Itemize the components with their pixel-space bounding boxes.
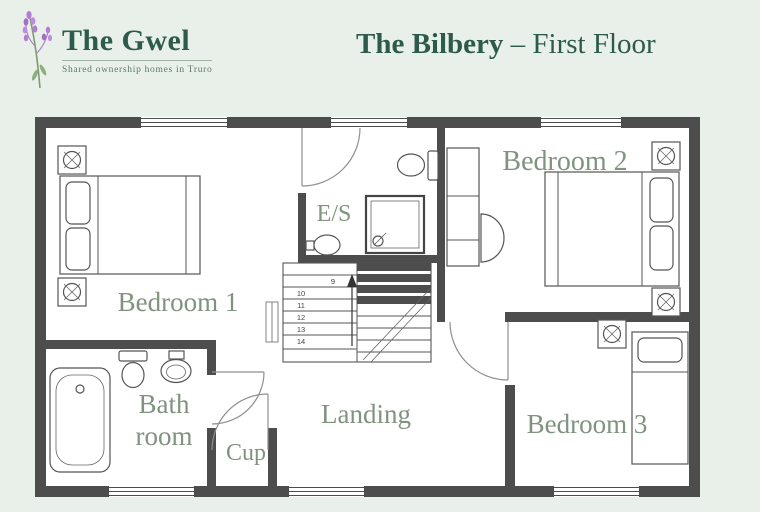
doors [211, 127, 509, 451]
toilet [118, 350, 148, 389]
bedroom1-label: Bedroom 1 [118, 287, 239, 317]
wall-ensuite-left [298, 193, 306, 263]
lavender-sprig-icon [22, 11, 52, 89]
bathroom-label-line2: room [136, 421, 193, 451]
stair-step-number: 9 [331, 277, 335, 286]
wall-bottom [35, 486, 700, 497]
wall-bathroom-right-lower [207, 428, 216, 486]
plan-title-floor: – First Floor [510, 28, 656, 60]
toilet [396, 150, 439, 181]
nightstand [57, 277, 87, 307]
wall-right [689, 117, 700, 497]
nightstand [57, 145, 87, 175]
brand-name: The Gwel [62, 24, 191, 57]
bedroom3-label: Bedroom 3 [527, 409, 648, 439]
wall-bedroom2-bottom [505, 312, 700, 322]
sink [305, 234, 341, 256]
bathroom-fixtures [49, 350, 192, 473]
stair-step-number: 10 [297, 289, 305, 298]
stair-step-number: 13 [297, 325, 305, 334]
stair-step-number: 11 [297, 301, 305, 310]
bathroom-label-line1: Bath [139, 389, 190, 419]
wall-ensuite-right [437, 128, 445, 322]
staircase: 9 10 11 12 13 14 [282, 262, 432, 363]
ensuite-door [301, 127, 361, 187]
plan-title-name: The Bilbery [356, 28, 504, 60]
bedroom3-furniture [597, 319, 689, 465]
nightstand [597, 319, 627, 349]
bathtub [49, 367, 111, 473]
wall-bedroom3-left [505, 385, 515, 486]
double-bed [544, 171, 680, 287]
ensuite-label: E/S [317, 201, 352, 227]
room-labels: Bedroom 1 Bedroom 2 Bedroom 3 E/S Landin… [118, 146, 648, 466]
stair-step-number: 14 [297, 337, 305, 346]
bedroom1-furniture [57, 145, 279, 343]
wall-left [35, 117, 46, 497]
nightstand [651, 287, 681, 317]
shower [364, 194, 426, 255]
double-bed [59, 175, 201, 275]
brand: The Gwel Shared ownership homes in Truro [14, 6, 212, 92]
floor-plan: 9 10 11 12 13 14 [35, 117, 700, 497]
radiator [265, 301, 279, 343]
landing-label: Landing [321, 399, 411, 429]
bedroom2-furniture [446, 141, 681, 317]
nightstand [651, 141, 681, 171]
wall-bathroom-right-upper [207, 340, 216, 375]
stairs-up-arrow [347, 274, 357, 346]
bedroom2-label: Bedroom 2 [502, 146, 627, 177]
window [539, 117, 623, 128]
wall-bathroom-top [46, 340, 211, 349]
brand-divider [62, 60, 212, 61]
window [552, 486, 641, 497]
cupboard-door [211, 393, 269, 451]
window [139, 117, 229, 128]
sink [160, 350, 192, 384]
brand-tagline: Shared ownership homes in Truro [62, 65, 213, 75]
window [107, 486, 196, 497]
wall-cupboard-right [268, 428, 277, 486]
stair-step-number: 12 [297, 313, 305, 322]
single-bed [631, 331, 689, 465]
window [329, 117, 409, 128]
windows [107, 117, 641, 497]
bedroom3-door [449, 321, 509, 381]
wardrobe-desk [446, 147, 480, 267]
cupboard-label: Cup [226, 440, 266, 466]
wall-ensuite-bottom [298, 255, 445, 263]
window [287, 486, 366, 497]
ensuite-fixtures [305, 150, 439, 256]
plan-title: The Bilbery – First Floor [356, 28, 656, 61]
desk-chair [480, 213, 505, 263]
bathroom-door [211, 371, 265, 425]
